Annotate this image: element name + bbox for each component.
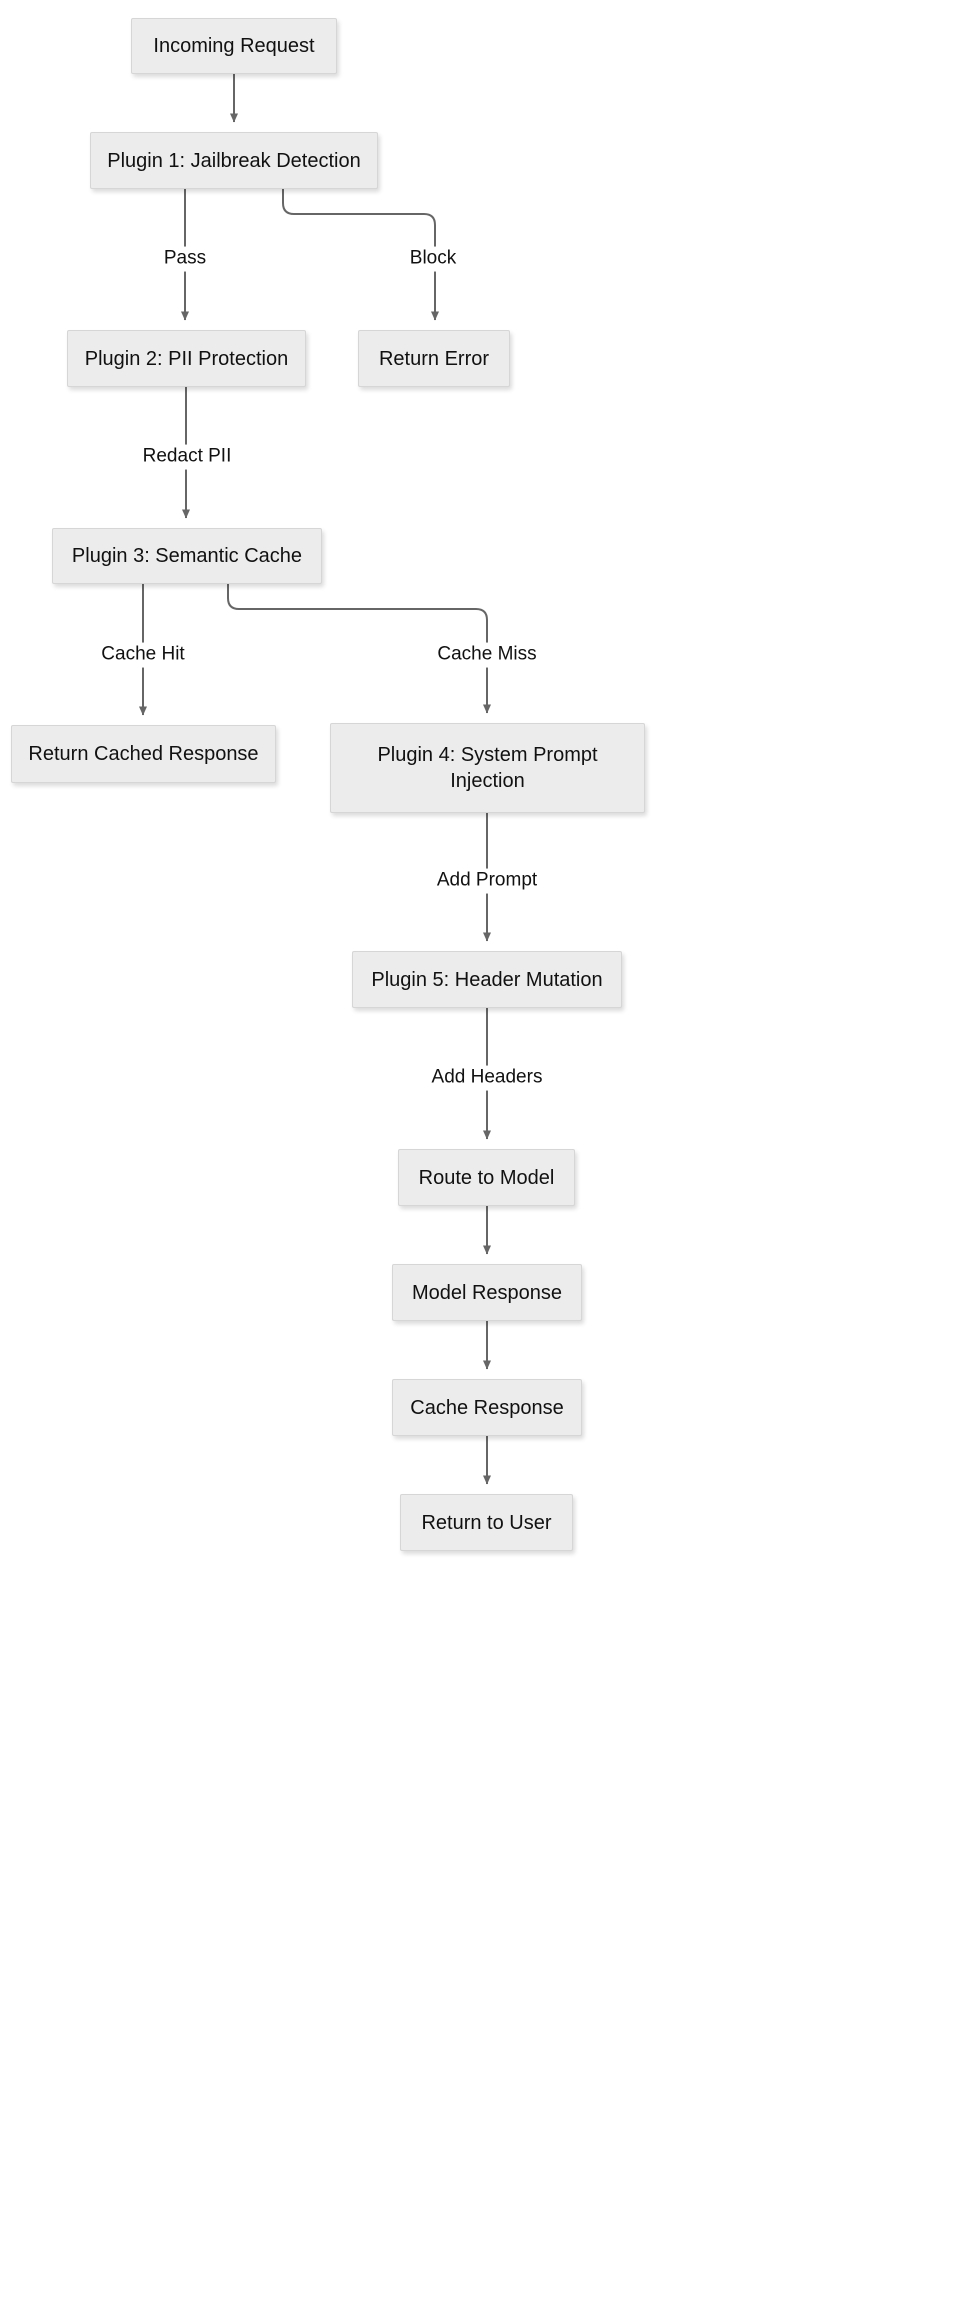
node-plugin-3-semantic-cache[interactable]: Plugin 3: Semantic Cache [52, 528, 322, 584]
edge-label-cache-miss: Cache Miss [432, 642, 542, 668]
node-return-to-user[interactable]: Return to User [400, 1494, 573, 1551]
node-label: Plugin 5: Header Mutation [371, 968, 603, 991]
node-label: Plugin 2: PII Protection [84, 347, 289, 370]
edge-label-redact-pii: Redact PII [137, 444, 237, 470]
edge-label-pass: Pass [158, 246, 212, 272]
edge-label-add-headers: Add Headers [426, 1065, 548, 1091]
node-return-error[interactable]: Return Error [358, 330, 510, 387]
node-label: Return Error [378, 347, 490, 370]
node-plugin-4-system-prompt-injection[interactable]: Plugin 4: System Prompt Injection [330, 723, 645, 813]
node-cache-response[interactable]: Cache Response [392, 1379, 582, 1436]
edge-label-cache-hit: Cache Hit [96, 642, 190, 668]
node-model-response[interactable]: Model Response [392, 1264, 582, 1321]
node-plugin-2-pii-protection[interactable]: Plugin 2: PII Protection [67, 330, 306, 387]
node-incoming-request[interactable]: Incoming Request [131, 18, 337, 74]
node-label: Return to User [421, 1511, 552, 1534]
node-route-to-model[interactable]: Route to Model [398, 1149, 575, 1206]
node-label: Incoming Request [153, 35, 315, 57]
edge-label-add-prompt: Add Prompt [431, 868, 543, 894]
node-label: Route to Model [418, 1166, 555, 1189]
node-label: Plugin 1: Jailbreak Detection [107, 149, 361, 172]
node-plugin-5-header-mutation[interactable]: Plugin 5: Header Mutation [352, 951, 622, 1008]
node-label: Cache Response [410, 1396, 564, 1419]
node-label: Model Response [411, 1281, 563, 1304]
node-plugin-1-jailbreak-detection[interactable]: Plugin 1: Jailbreak Detection [90, 132, 378, 189]
node-label: Plugin 4: System Prompt Injection [377, 744, 598, 792]
node-return-cached-response[interactable]: Return Cached Response [11, 725, 276, 783]
node-label: Plugin 3: Semantic Cache [71, 545, 303, 567]
edge-label-block: Block [404, 246, 462, 272]
node-label: Return Cached Response [28, 743, 259, 765]
